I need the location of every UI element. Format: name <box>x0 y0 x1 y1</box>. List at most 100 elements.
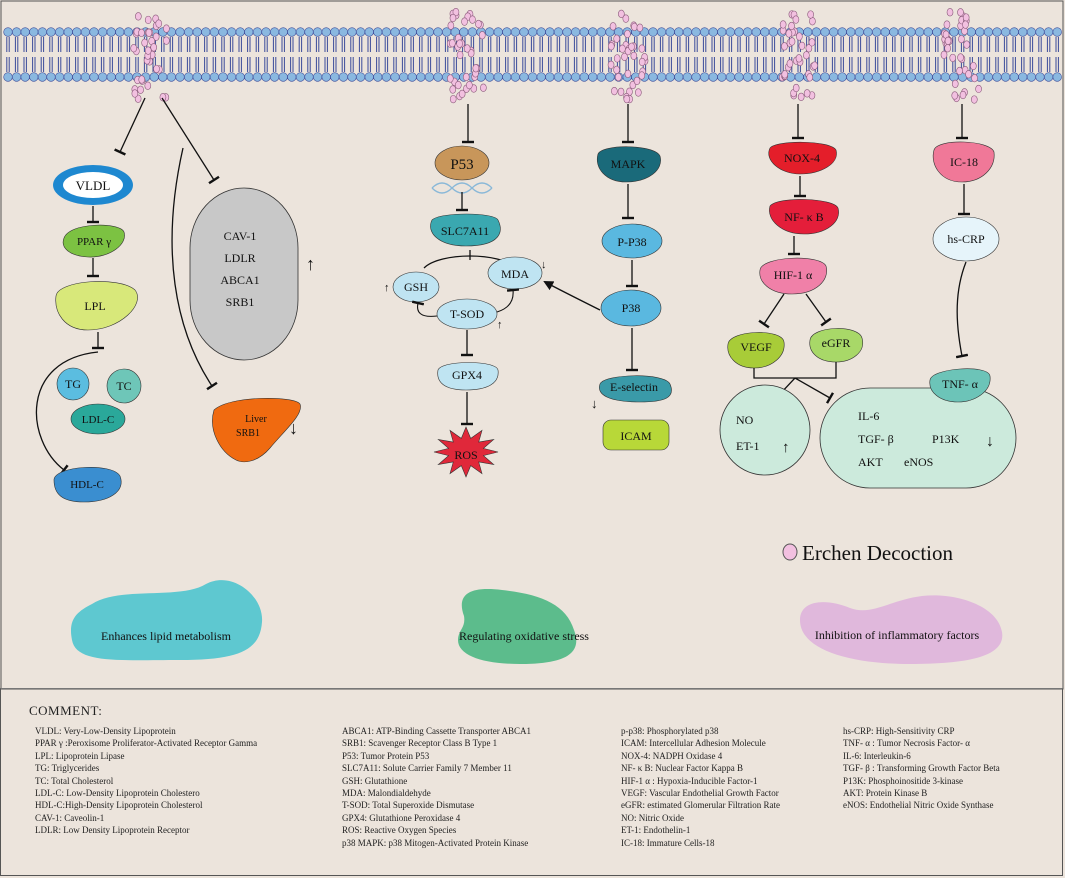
erchen-decoction-particle <box>792 15 800 24</box>
membrane-head <box>218 72 228 82</box>
erchen-decoction-particle <box>638 57 646 67</box>
membrane-head <box>906 72 916 82</box>
membrane-head <box>3 72 13 82</box>
inhibit-arrow <box>758 293 785 329</box>
membrane-head <box>734 72 744 82</box>
comment-entry: GPX4: Glutathione Peroxidase 4 <box>342 812 461 823</box>
liver-srb1-label: SRB1 <box>236 428 260 439</box>
membrane-head <box>175 27 185 37</box>
membrane-head <box>983 27 994 37</box>
membrane-head <box>467 27 478 37</box>
et1-up-arrow: ↑ <box>782 440 790 456</box>
membrane-head <box>278 27 288 37</box>
comment-title: COMMENT: <box>29 703 103 718</box>
membrane-head <box>656 72 667 82</box>
slc7a11-node: SLC7A11 <box>430 213 501 247</box>
lpl-label: LPL <box>84 299 105 313</box>
membrane-head <box>295 72 306 82</box>
membrane-head <box>201 27 211 37</box>
membrane-head <box>192 72 202 82</box>
erchen-decoction-particle <box>633 76 641 85</box>
erchen-decoction-particle <box>150 43 158 52</box>
eselectin-label: E-selectin <box>610 380 658 394</box>
membrane-head <box>72 27 82 37</box>
membrane-head <box>699 27 710 37</box>
membrane-head <box>338 72 349 82</box>
membrane-head <box>373 72 383 82</box>
membrane-head <box>553 27 564 37</box>
inflam-down-arrow: ↓ <box>986 433 994 450</box>
erchen-decoction-particle <box>618 9 625 18</box>
membrane-head <box>880 27 890 37</box>
comment-entry: LPL: Lipoprotein Lipase <box>35 750 125 761</box>
erchen-decoction-particle <box>631 22 638 31</box>
membrane-head <box>227 27 237 37</box>
membrane-head <box>1035 72 1045 82</box>
membrane-head <box>184 27 194 37</box>
vegf-label: VEGF <box>740 340 772 354</box>
erchen-decoction-particle <box>940 50 948 59</box>
comment-entry: ICAM: Intercellular Adhesion Molecule <box>621 738 766 749</box>
erchen-decoction-particle <box>788 37 796 46</box>
erchen-decoction-particle <box>630 51 638 60</box>
membrane-head <box>63 72 73 82</box>
erchen-decoction-particle <box>951 79 959 88</box>
tc-label: TC <box>116 379 131 393</box>
membrane-head <box>837 27 847 37</box>
activation-arrow <box>543 281 601 311</box>
membrane-head <box>330 27 340 37</box>
membrane-head <box>562 72 572 82</box>
erchen-decoction-particle <box>617 87 625 96</box>
membrane-head <box>321 72 331 82</box>
comment-entry: LDL-C: Low-Density Lipoprotein Cholester… <box>35 788 200 799</box>
membrane-head <box>37 72 48 82</box>
membrane-head <box>510 27 521 37</box>
membrane-head <box>536 72 546 82</box>
comment-entry: LDLR: Low Density Lipoprotein Receptor <box>35 825 190 836</box>
membrane-head <box>80 72 90 82</box>
erchen-decoction-particle <box>944 36 952 45</box>
membrane-head <box>175 72 185 82</box>
erchen-decoction-particle <box>636 23 644 32</box>
comment-entry: P53: Tumor Protein P53 <box>342 750 430 761</box>
erchen-decoction-particle <box>949 53 957 63</box>
membrane-head <box>270 27 280 37</box>
pp38-label: P-P38 <box>617 235 646 249</box>
comment-entry: IC-18: Immature Cells-18 <box>621 837 715 848</box>
icam-label: ICAM <box>620 429 652 443</box>
comment-entry: NF- κ B: Nuclear Factor Kappa B <box>621 763 744 774</box>
ros-node: ROS <box>433 426 499 478</box>
membrane-head <box>235 27 245 37</box>
membrane-head <box>966 27 976 37</box>
membrane-head <box>863 27 873 37</box>
membrane-head <box>502 27 512 37</box>
membrane-head <box>1000 72 1011 82</box>
membrane-head <box>691 72 701 82</box>
membrane-head <box>244 72 254 82</box>
liver-label: Liver <box>245 414 267 425</box>
pathway-diagram: VLDL PPAR γ LPL TG TC LDL-C HDL-C <box>0 0 1064 690</box>
membrane-head <box>270 72 280 82</box>
membrane-head <box>252 72 262 82</box>
category-inflammation: Inhibition of inflammatory factors <box>800 595 1003 664</box>
erchen-decoction-particle <box>607 42 615 51</box>
membrane-head <box>760 72 770 82</box>
membrane-head <box>158 72 168 82</box>
membrane-head <box>570 72 581 82</box>
erchen-decoction-particle <box>480 83 487 92</box>
erchen-decoction-particle <box>454 80 462 90</box>
tsod-label: T-SOD <box>450 307 485 321</box>
inhibit-arrow <box>794 377 835 404</box>
membrane-head <box>588 72 598 82</box>
erchen-decoction-particle <box>463 44 471 53</box>
erchen-decoction-particle <box>965 70 972 79</box>
membrane-head <box>149 72 159 82</box>
erchen-decoction-particle <box>478 31 486 40</box>
et1-label: ET-1 <box>736 439 760 453</box>
membrane-head <box>347 72 357 82</box>
membrane-head <box>596 27 607 37</box>
erchen-decoction-particle <box>613 65 620 74</box>
membrane-head <box>29 72 39 82</box>
membrane-head <box>880 72 890 82</box>
